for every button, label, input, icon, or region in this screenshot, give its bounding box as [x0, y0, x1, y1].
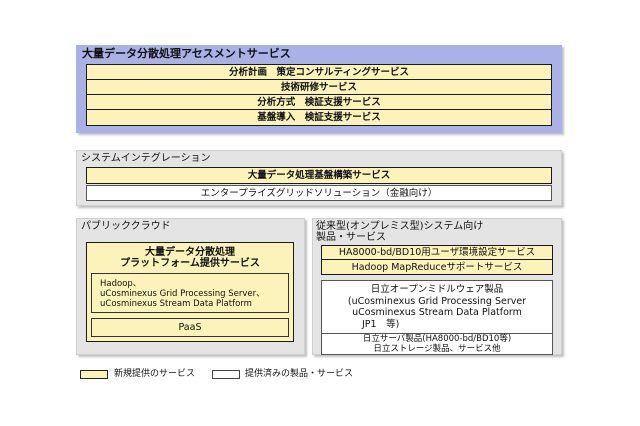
legend-existing-swatch	[212, 370, 240, 379]
middleware-line3: uCosminexus Stream Data Platform	[352, 307, 522, 318]
si-existing-item: エンタープライズグリッドソリューション（金融向け）	[86, 185, 552, 201]
middleware-line2: (uCosminexus Grid Processing Server	[347, 295, 527, 307]
assessment-title: 大量データ分散処理アセスメントサービス	[82, 47, 291, 60]
component-grid: uCosminexus Grid Processing Server、	[100, 289, 265, 299]
system-integration-title: システムインテグレーション	[81, 153, 211, 164]
platform-title-line2: プラットフォーム提供サービス	[120, 258, 260, 269]
on-premise-title: 従来型(オンプレミス型)システム向け 製品・サービス	[316, 221, 483, 243]
public-cloud-panel: パブリッククラウド 大量データ分散処理 プラットフォーム提供サービス Hadoo…	[76, 218, 305, 355]
legend-existing-label: 提供済みの製品・サービス	[245, 369, 354, 379]
legend-new-swatch	[80, 370, 108, 379]
legend-new-label: 新規提供のサービス	[114, 369, 196, 379]
system-integration-panel: システムインテグレーション 大量データ処理基盤構築サービス エンタープライズグリ…	[76, 150, 562, 206]
platform-service-title: 大量データ分散処理 プラットフォーム提供サービス	[87, 245, 293, 271]
assessment-item-analysis: 分析方式 検証支援サービス	[86, 94, 552, 110]
assessment-panel: 大量データ分散処理アセスメントサービス 分析計画 策定コンサルティングサービス …	[76, 45, 562, 133]
hardware-line1: 日立サーバ製品(HA8000-bd/BD10等)	[362, 334, 512, 344]
public-cloud-title: パブリッククラウド	[81, 221, 171, 232]
platform-title-line1: 大量データ分散処理	[145, 247, 235, 258]
middleware-line4: JP1 等)	[362, 318, 400, 330]
assessment-item-planning: 分析計画 策定コンサルティングサービス	[86, 64, 552, 80]
platform-service-box: 大量データ分散処理 プラットフォーム提供サービス Hadoop、 uCosmin…	[86, 242, 294, 342]
on-premise-user-env-service: HA8000-bd/BD10用ユーザ環境設定サービス	[321, 245, 553, 260]
on-premise-title-line2: 製品・サービス	[316, 232, 386, 243]
on-premise-title-line1: 従来型(オンプレミス型)システム向け	[316, 221, 484, 232]
hardware-products-box: 日立サーバ製品(HA8000-bd/BD10等) 日立ストレージ製品、サービス他	[321, 333, 553, 355]
middleware-products-box: 日立オープンミドルウェア製品 (uCosminexus Grid Process…	[321, 280, 553, 334]
si-new-item: 大量データ処理基盤構築サービス	[86, 167, 552, 184]
assessment-item-training: 技術研修サービス	[86, 79, 552, 95]
paas-box: PaaS	[91, 318, 289, 337]
platform-components-box: Hadoop、 uCosminexus Grid Processing Serv…	[91, 273, 289, 313]
component-stream: uCosminexus Stream Data Platform	[100, 299, 252, 309]
on-premise-mapreduce-support: Hadoop MapReduceサポートサービス	[321, 259, 553, 275]
hardware-line2: 日立ストレージ製品、サービス他	[373, 344, 501, 354]
assessment-item-infrastructure: 基盤導入 検証支援サービス	[86, 109, 552, 126]
component-hadoop: Hadoop、	[100, 279, 142, 289]
on-premise-panel: 従来型(オンプレミス型)システム向け 製品・サービス HA8000-bd/BD1…	[312, 218, 562, 355]
middleware-line1: 日立オープンミドルウェア製品	[370, 284, 504, 295]
